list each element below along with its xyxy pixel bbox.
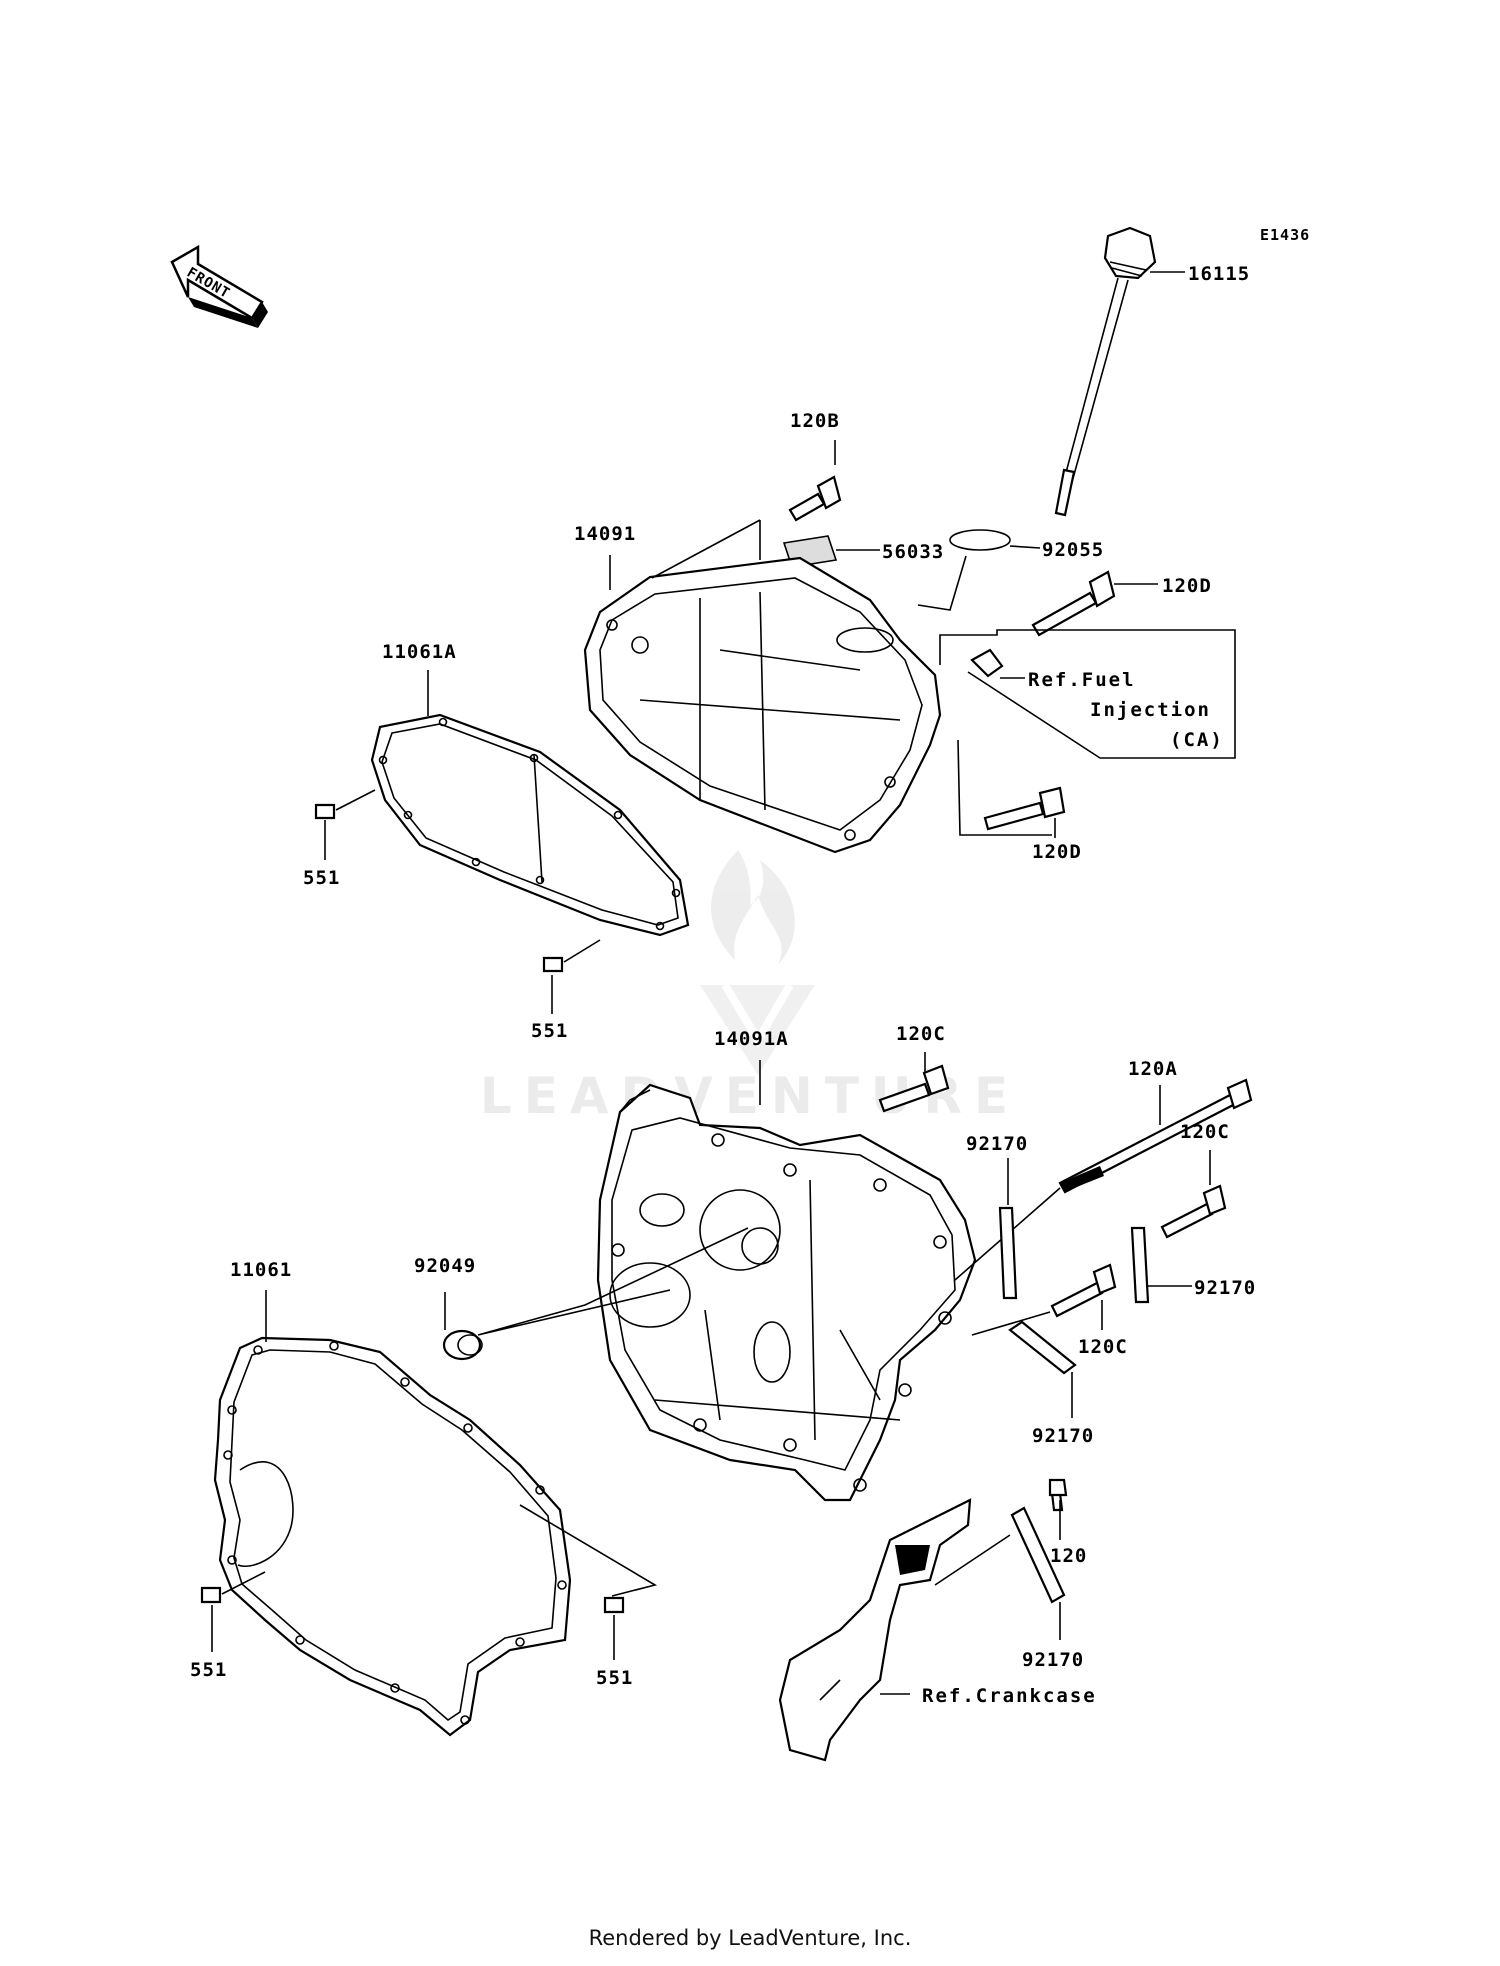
outer-cover-part <box>583 556 942 854</box>
ref-fuel-bracket <box>939 629 1236 759</box>
label-120A: 120A <box>1128 1058 1178 1080</box>
bracket-92170-b-part <box>1130 1226 1150 1304</box>
bolt-120A-part <box>1058 1078 1253 1194</box>
o-ring-part <box>949 529 1011 551</box>
gasket-11061-part <box>213 1336 572 1737</box>
clamp-part <box>970 648 1004 678</box>
label-120B: 120B <box>790 410 840 432</box>
bolt-120C-top-part <box>878 1064 950 1113</box>
ref-fuel-line3: (CA) <box>1170 729 1224 751</box>
label-16115: 16115 <box>1188 263 1250 285</box>
label-551-d: 551 <box>596 1667 633 1689</box>
bracket-92170-d-part <box>1010 1506 1066 1604</box>
bolt-120C-lower-part <box>1050 1263 1117 1318</box>
gasket-11061A-part <box>370 713 690 937</box>
inner-cover-part <box>596 1083 977 1502</box>
label-56033: 56033 <box>882 541 944 563</box>
label-551-a: 551 <box>303 867 340 889</box>
leader-92055-fit <box>917 555 967 611</box>
dipstick-part <box>1054 226 1157 517</box>
dowel-pin-b-part <box>542 956 564 973</box>
label-120: 120 <box>1050 1545 1087 1567</box>
bolt-120D-bottom-part <box>983 786 1066 831</box>
diagram-code: E1436 <box>1260 226 1310 244</box>
bolt-120D-top-part <box>1031 570 1116 637</box>
label-120D-top: 120D <box>1162 575 1212 597</box>
oil-seal-part <box>442 1329 483 1361</box>
label-92170-a: 92170 <box>966 1133 1028 1155</box>
ref-fuel-line2: Injection <box>1090 699 1211 721</box>
footer-credit: Rendered by LeadVenture, Inc. <box>588 1926 912 1950</box>
label-92170-c: 92170 <box>1032 1425 1094 1447</box>
leader-120C-lower-fit <box>971 1311 1051 1336</box>
bracket-92170-a-part <box>998 1206 1018 1300</box>
label-11061A: 11061A <box>382 641 457 663</box>
bolt-120-part <box>1048 1478 1068 1512</box>
leader-dowel-a-fit <box>335 789 376 811</box>
leader-14091-fit <box>651 519 761 579</box>
front-arrow-icon <box>170 244 268 328</box>
bracket-92170-c-part <box>1008 1320 1077 1375</box>
label-551-b: 551 <box>531 1020 568 1042</box>
watermark-logo <box>700 850 815 1075</box>
label-120C-lower: 120C <box>1078 1336 1128 1358</box>
ref-crankcase-label: Ref.Crankcase <box>922 1685 1097 1707</box>
label-14091: 14091 <box>574 523 636 545</box>
label-120C-top: 120C <box>896 1023 946 1045</box>
label-92170-b: 92170 <box>1194 1277 1256 1299</box>
leader-92049-fit <box>477 1227 749 1336</box>
leader-120-fit <box>934 1534 1011 1586</box>
leader-dowel-b-fit <box>563 939 601 963</box>
leader-dowel-c-fit <box>221 1571 266 1595</box>
label-11061: 11061 <box>230 1259 292 1281</box>
label-120D-bottom: 120D <box>1032 841 1082 863</box>
leader-120D-bottom-fit <box>957 739 1052 836</box>
crankcase-ref-part <box>778 1498 972 1762</box>
label-92055: 92055 <box>1042 539 1104 561</box>
leader-92055 <box>1009 545 1041 549</box>
leader-dowel-d-fit <box>519 1504 658 1597</box>
label-120C-right: 120C <box>1180 1121 1230 1143</box>
label-14091A: 14091A <box>714 1028 789 1050</box>
label-92170-d: 92170 <box>1022 1649 1084 1671</box>
label-92049: 92049 <box>414 1255 476 1277</box>
ref-fuel-line1: Ref.Fuel <box>1028 669 1136 691</box>
dowel-pin-a-part <box>314 803 336 820</box>
dowel-pin-d-part <box>603 1596 625 1614</box>
label-551-c: 551 <box>190 1659 227 1681</box>
dowel-pin-c-part <box>200 1586 222 1604</box>
bolt-120C-right-part <box>1160 1184 1227 1239</box>
bolt-120B-part <box>788 475 842 522</box>
